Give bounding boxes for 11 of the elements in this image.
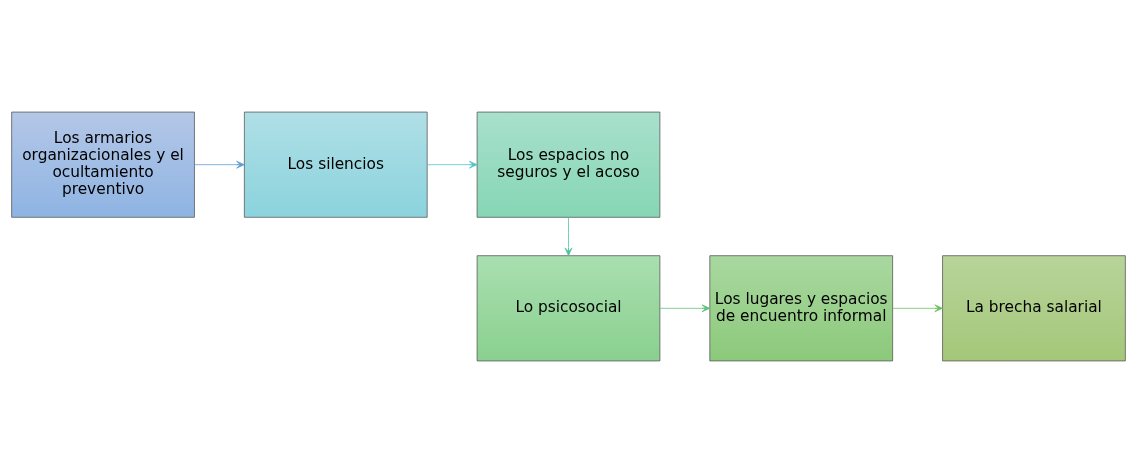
node-box: La brecha salarial — [942, 254, 1126, 361]
node-box: Los silencios — [244, 111, 428, 218]
arrow — [892, 303, 943, 312]
arrow — [564, 216, 573, 256]
node-box: Los lugares y espacios de encuentro informal — [709, 254, 893, 361]
arrow — [194, 160, 245, 169]
arrow — [427, 160, 478, 169]
arrow — [659, 303, 711, 312]
node-box: Lo psicosocial — [476, 254, 661, 361]
node-box: Los espacios no seguros y el acoso — [476, 111, 661, 218]
node-box: Los armarios organizacionales y el ocultamiento preventivo — [11, 111, 195, 218]
